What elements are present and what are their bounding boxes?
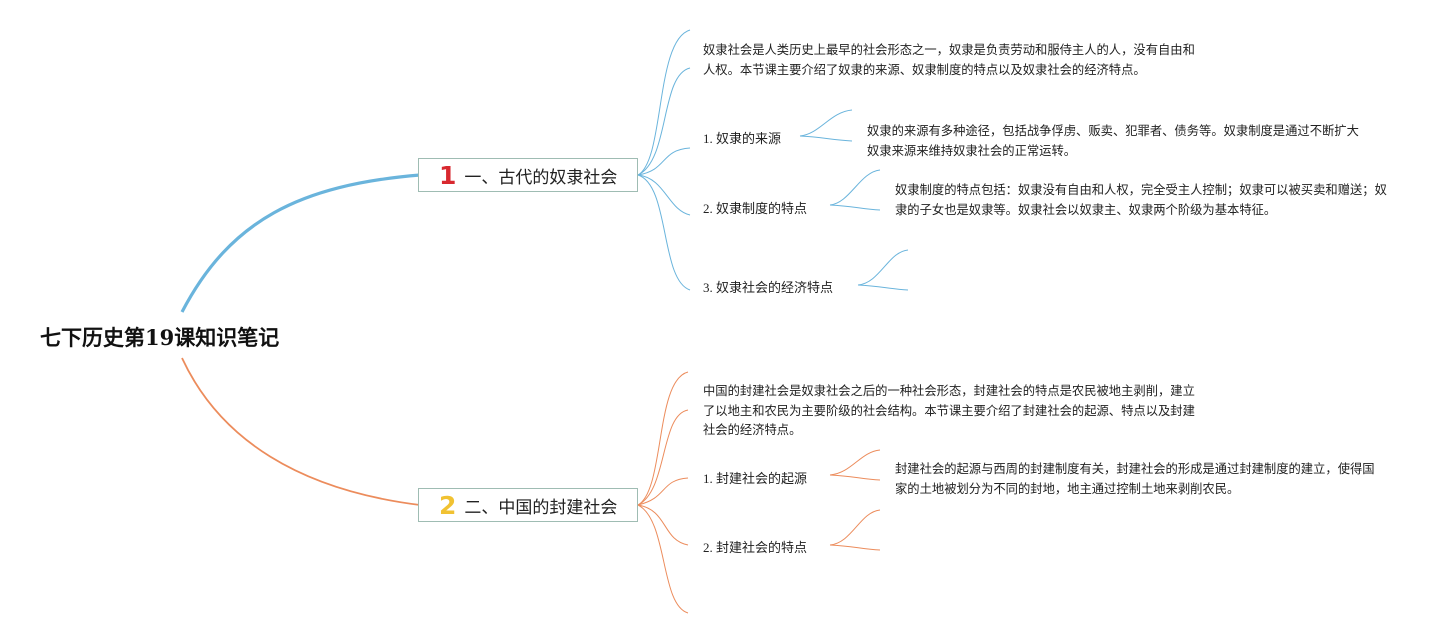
note-slave-origin: 奴隶的来源有多种途径，包括战争俘虏、贩卖、犯罪者、债务等。奴隶制度是通过不断扩大… (867, 124, 1359, 158)
branch2-intro: 中国的封建社会是奴隶社会之后的一种社会形态，封建社会的特点是农民被地主剥削，建立… (703, 384, 1195, 437)
sub-node-slave-economy[interactable]: 3. 奴隶社会的经济特点 (703, 280, 834, 295)
sub-node-slave-system[interactable]: 2. 奴隶制度的特点 (703, 201, 808, 216)
note-slave-system: 奴隶制度的特点包括：奴隶没有自由和人权，完全受主人控制；奴隶可以被买卖和赠送；奴… (895, 183, 1387, 217)
branch-title: 一、古代的奴隶社会 (464, 167, 618, 188)
root-topic[interactable]: 七下历史第19课知识笔记 (40, 322, 279, 352)
number-1-badge-icon: 1 (439, 160, 457, 190)
root-to-branch2-line (181, 357, 421, 506)
sub-node-feudal-features[interactable]: 2. 封建社会的特点 (703, 540, 808, 555)
root-title: 七下历史第19课知识笔记 (40, 325, 280, 350)
note-feudal-origin: 封建社会的起源与西周的封建制度有关，封建社会的形成是通过封建制度的建立，使得国家… (895, 462, 1375, 496)
branch1-connectors (637, 29, 909, 291)
branch2-connectors (637, 371, 881, 614)
branch-node-2[interactable]: 2 二、中国的封建社会 (418, 488, 638, 522)
sub-node-feudal-origin[interactable]: 1. 封建社会的起源 (703, 471, 808, 486)
root-to-branch1-line (180, 173, 421, 313)
branch-title: 二、中国的封建社会 (464, 497, 618, 518)
branch-node-1[interactable]: 1 一、古代的奴隶社会 (418, 158, 638, 192)
sub-node-slave-origin[interactable]: 1. 奴隶的来源 (703, 131, 782, 146)
number-2-badge-icon: 2 (439, 490, 457, 520)
branch1-intro: 奴隶社会是人类历史上最早的社会形态之一，奴隶是负责劳动和服侍主人的人，没有自由和… (703, 43, 1195, 77)
